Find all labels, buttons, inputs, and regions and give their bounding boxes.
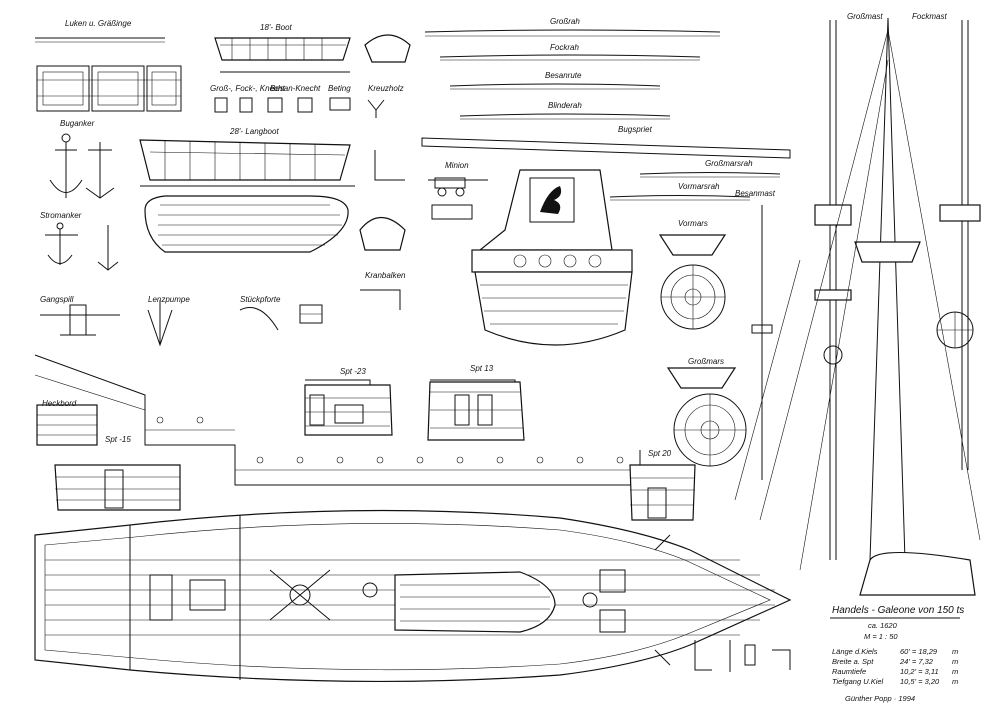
spec-value-1: 24' = 7,32 xyxy=(900,657,933,666)
stern-view-drawing xyxy=(471,169,633,346)
title-block-scale: M = 1 : 50 xyxy=(864,632,898,641)
spec-unit-3: m xyxy=(952,677,959,686)
label-vormars: Vormars xyxy=(678,219,708,228)
label-besanmast: Besanmast xyxy=(735,189,776,198)
label-grossmast: Großmast xyxy=(847,12,883,21)
label-hatches: Luken u. Gräßinge xyxy=(65,19,132,28)
hatches-drawing xyxy=(35,37,182,112)
label-mizzen-knight: Besan-Knecht xyxy=(270,84,321,93)
spec-value-3: 10,5' = 3,20 xyxy=(900,677,940,686)
spec-label-0: Länge d.Kiels xyxy=(832,647,878,656)
minion-drawing xyxy=(428,177,488,220)
label-grossmars: Großmars xyxy=(688,357,724,366)
spec-unit-1: m xyxy=(952,657,959,666)
anchors-drawing xyxy=(45,133,119,271)
label-longboat28: 28'- Langboot xyxy=(230,127,279,136)
label-vormarsrah: Vormarsrah xyxy=(678,182,720,191)
label-knights: Groß-, Fock-, Knecht xyxy=(210,84,285,93)
label-spt15: Spt -15 xyxy=(105,435,131,444)
spec-label-3: Tiefgang U.Kiel xyxy=(832,677,884,686)
longboat28-drawing xyxy=(139,139,406,253)
label-spt23: Spt -23 xyxy=(340,367,366,376)
label-blinderah: Blinderah xyxy=(548,101,582,110)
sections-drawing xyxy=(36,381,696,521)
label-buganker: Buganker xyxy=(60,119,95,128)
label-besanrute: Besanrute xyxy=(545,71,582,80)
label-lenzpumpe: Lenzpumpe xyxy=(148,295,190,304)
spec-value-2: 10,2' = 3,11 xyxy=(900,667,939,676)
label-kranbalken: Kranbalken xyxy=(365,271,406,280)
boat18-drawing xyxy=(214,34,411,73)
label-stueckpforte: Stückpforte xyxy=(240,295,281,304)
label-gangspill: Gangspill xyxy=(40,295,74,304)
label-fockrah: Fockrah xyxy=(550,43,579,52)
spec-value-0: 60' = 18,29 xyxy=(900,647,938,656)
label-bugspriet: Bugspriet xyxy=(618,125,652,134)
yards-drawing xyxy=(421,29,791,201)
label-fockmast: Fockmast xyxy=(912,12,947,21)
label-grossrah: Großrah xyxy=(550,17,580,26)
label-heckbord: Heckbord xyxy=(42,399,77,408)
small-fittings-drawing xyxy=(694,640,791,672)
title-block-date: ca. 1620 xyxy=(868,621,897,630)
tops-drawing xyxy=(658,234,747,467)
label-kreuzholz: Kreuzholz xyxy=(368,84,404,93)
knights-drawing xyxy=(214,97,385,118)
spec-label-2: Raumtiefe xyxy=(832,667,867,676)
label-grossmarsrah: Großmarsrah xyxy=(705,159,753,168)
title-block-title: Handels - Galeone von 150 ts xyxy=(832,605,965,616)
label-spt20: Spt 20 xyxy=(648,449,672,458)
spec-unit-0: m xyxy=(952,647,959,656)
deck-fittings-drawing xyxy=(40,289,401,347)
label-stromanker: Stromanker xyxy=(40,211,82,220)
label-spt13: Spt 13 xyxy=(470,364,494,373)
deck-plan-drawing xyxy=(34,509,792,683)
label-beting: Beting xyxy=(328,84,351,93)
label-boat18: 18'- Boot xyxy=(260,23,292,32)
spec-label-1: Breite a. Spt xyxy=(832,657,874,666)
masts-drawing xyxy=(734,17,981,596)
spec-unit-2: m xyxy=(952,667,959,676)
label-minion: Minion xyxy=(445,161,469,170)
title-block-author: Günther Popp · 1994 xyxy=(845,694,916,703)
